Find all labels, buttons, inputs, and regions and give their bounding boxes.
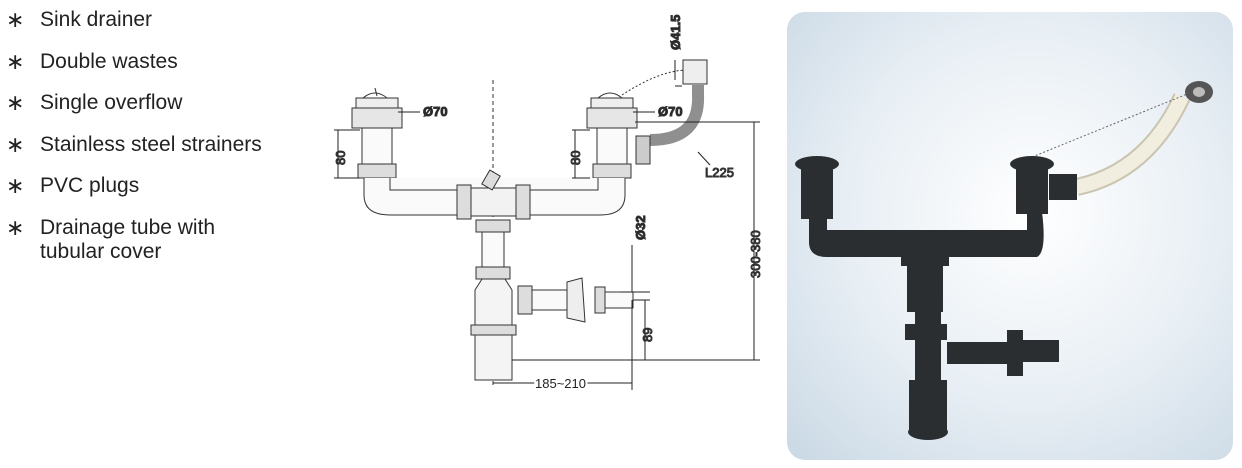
outlet-diameter-label: Ø32: [633, 215, 648, 240]
left-diameter-label: Ø70: [423, 104, 448, 119]
sink-drainer-image: [795, 81, 1213, 440]
left-strainer: [351, 87, 403, 179]
feature-item: ∗Drainage tube with tubular cover: [6, 214, 216, 263]
left-nut: [456, 184, 472, 220]
asterisk-icon: ∗: [6, 214, 25, 240]
feature-item: ∗Stainless steel strainers: [6, 131, 262, 157]
left-height-label: 80: [333, 151, 348, 165]
asterisk-icon: ∗: [6, 7, 25, 32]
hose-length-label: L225: [705, 165, 734, 180]
dimension-lines: [334, 60, 760, 390]
outlet-reach-label: 185~210: [535, 376, 586, 391]
right-diameter-label: Ø70: [658, 104, 683, 119]
technical-drawing: Ø70 Ø70 Ø41.5 Ø32 80 80 L225 300-380 89 …: [333, 14, 764, 393]
right-nut: [515, 184, 531, 220]
asterisk-icon: ∗: [6, 173, 25, 198]
asterisk-icon: ∗: [6, 131, 25, 157]
overflow-diameter-label: Ø41.5: [668, 15, 683, 50]
asterisk-icon: ∗: [6, 48, 25, 74]
asterisk-icon: ∗: [6, 90, 25, 115]
feature-list: ∗Sink drainer ∗Double wastes ∗Single ove…: [6, 8, 280, 281]
feature-item: ∗Double wastes: [6, 48, 178, 74]
feature-item: ∗Sink drainer: [6, 7, 153, 32]
right-height-label: 80: [568, 151, 583, 165]
feature-item: ∗Single overflow: [6, 90, 183, 115]
trap-height-label: 89: [640, 328, 655, 342]
product-photo: [787, 12, 1233, 460]
feature-item: ∗PVC plugs: [6, 173, 140, 198]
right-strainer: [586, 59, 708, 179]
total-height-label: 300-380: [748, 230, 763, 278]
